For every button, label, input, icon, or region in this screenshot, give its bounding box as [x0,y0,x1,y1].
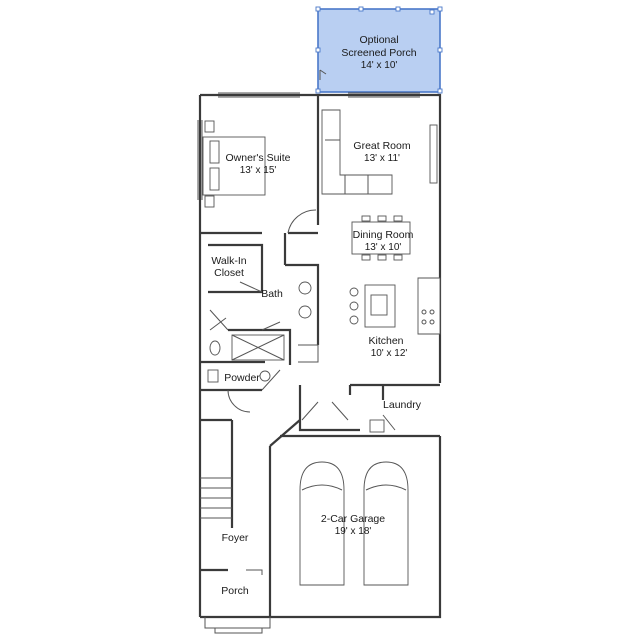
foyer-label: Foyer [222,532,249,544]
owners-suite-bed [202,120,266,208]
owners-suite-label: Owner's Suite [225,152,290,164]
optional-screened-porch[interactable] [315,6,443,94]
great-room-label: Great Room [353,140,410,152]
garage-size: 19' x 18' [335,526,372,537]
great-room-size: 13' x 11' [364,153,400,164]
dining-room-size: 13' x 10' [365,242,402,253]
walls [197,92,442,634]
kitchen-island [349,284,396,328]
room-labels: Optional Screened Porch 14' x 10' Owner'… [211,34,421,597]
optional-porch-area [317,8,441,93]
garage-label: 2-Car Garage [321,513,385,525]
kitchen-size: 10' x 12' [371,348,408,359]
dining-room-label: Dining Room [353,229,414,241]
closet-label-line2: Closet [214,267,244,279]
porch-door [319,69,327,80]
water-heater-icon [369,419,385,433]
bath-fixtures [209,281,312,361]
toilet-icon [209,340,221,356]
porch-posts [315,6,443,94]
bath-label: Bath [261,288,283,300]
stairs [200,477,232,519]
garage-cars [299,461,409,586]
powder-label: Powder [224,372,260,384]
owners-suite-size: 13' x 15' [240,165,277,176]
porch-label: Porch [221,585,249,597]
powder-fixtures [207,369,271,383]
kitchen-label: Kitchen [368,335,403,347]
laundry-label: Laundry [383,399,422,411]
fireplace-icon [429,124,438,184]
kitchen-counter [417,277,441,335]
porch-option-line1: Optional [359,34,398,46]
porch-option-size: 14' x 10' [361,60,398,71]
great-room-sofa [321,109,393,195]
closet-label-line1: Walk-In [211,255,246,267]
dining-table [351,215,411,261]
porch-option-line2: Screened Porch [341,47,416,59]
